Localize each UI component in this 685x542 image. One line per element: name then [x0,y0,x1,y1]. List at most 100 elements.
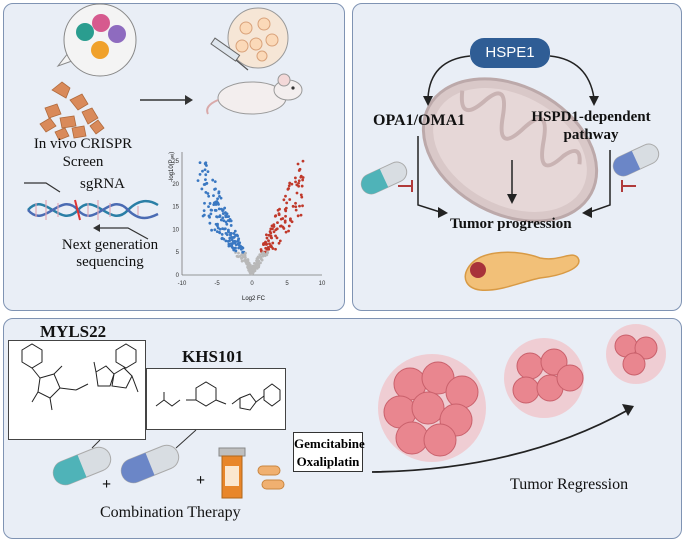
volcano-x-tick: 10 [319,281,326,287]
volcano-point-down [207,205,210,209]
volcano-point-up [267,247,271,251]
cell-dish-icon [227,7,289,69]
volcano-point-up [293,176,297,180]
volcano-point-up [294,180,297,184]
volcano-point-up [263,241,267,245]
volcano-point-up [288,198,292,201]
volcano-point-down [228,236,232,240]
volcano-point-down [219,218,223,222]
volcano-point-down [234,246,237,250]
volcano-x-tick: 0 [250,281,254,287]
volcano-point-down [214,222,218,226]
volcano-point-ns [247,262,251,266]
volcano-point-up [269,244,272,248]
capsule-blue-icon [612,143,660,177]
sgrna-label: sgRNA [80,176,126,192]
volcano-point-down [216,197,219,201]
volcano-point-ns [253,262,256,265]
volcano-point-up [273,214,277,218]
volcano-point-up [271,241,275,245]
volcano-point-down [215,200,219,203]
volcano-point-down [235,233,239,237]
volcano-point-down [206,170,210,174]
volcano-point-down [214,187,217,191]
volcano-point-down [202,209,206,213]
volcano-point-up [291,204,295,208]
volcano-point-up [301,159,305,163]
oxaliplatin-label: Oxaliplatin [296,454,360,469]
mitochondrion-icon [421,77,599,223]
volcano-point-up [300,184,304,188]
volcano-point-up [294,201,297,205]
volcano-point-down [234,249,238,253]
volcano-point-down [204,173,208,177]
volcano-point-down [204,162,208,166]
volcano-point-down [223,227,227,231]
dna-icon [27,199,159,221]
volcano-y-tick: 0 [176,273,180,279]
volcano-point-up [277,241,281,245]
volcano-point-down [202,213,206,217]
volcano-point-down [222,237,226,241]
volcano-point-down [225,233,229,237]
capsule-teal-bottom-icon [52,446,112,486]
volcano-point-down [229,233,232,236]
hspe1-badge: HSPE1 [470,38,550,68]
volcano-point-up [264,233,268,237]
small-tumor-icon [606,324,666,384]
volcano-point-up [274,234,277,238]
volcano-point-up [297,169,301,172]
volcano-point-up [272,230,276,234]
volcano-point-ns [248,265,252,269]
myls22-connector [91,439,101,449]
volcano-point-down [225,222,229,226]
volcano-point-up [287,224,291,228]
volcano-point-down [207,214,211,218]
volcano-point-down [217,207,221,211]
volcano-point-down [231,240,235,243]
volcano-point-up [267,239,270,243]
volcano-point-up [287,184,291,188]
volcano-point-up [284,194,287,198]
volcano-point-down [226,239,230,243]
volcano-point-ns [257,262,261,266]
volcano-point-up [276,208,280,212]
volcano-point-up [300,195,304,199]
volcano-point-up [275,236,279,240]
volcano-point-down [214,203,218,206]
volcano-point-down [214,209,218,212]
volcano-point-down [208,221,212,225]
volcano-point-up [301,178,305,182]
volcano-y-tick: 20 [172,182,179,188]
volcano-point-up [297,179,301,183]
volcano-point-ns [242,259,246,262]
volcano-xlabel: Log2 FC [242,296,266,302]
volcano-point-down [208,202,212,205]
volcano-point-ns [253,265,257,268]
volcano-point-down [218,195,221,198]
volcano-point-down [213,228,217,232]
volcano-y-tick: 25 [172,159,179,165]
volcano-point-up [275,227,279,231]
volcano-point-down [211,178,215,182]
plus-sign-1: + [102,476,112,493]
myls22-label: MYLS22 [40,322,107,341]
pills-icon [257,465,285,490]
volcano-point-up [272,223,276,226]
volcano-point-down [221,216,225,220]
large-tumor-icon [378,354,486,462]
volcano-point-down [240,246,244,250]
volcano-point-down [233,229,237,233]
volcano-point-down [229,224,233,227]
volcano-point-down [216,215,219,219]
volcano-y-tick: 15 [172,205,179,211]
volcano-point-down [224,239,228,243]
volcano-point-up [277,212,281,216]
volcano-point-up [274,247,277,251]
plus-sign-2: + [196,472,206,489]
volcano-point-down [203,201,206,205]
volcano-point-down [232,232,236,235]
volcano-point-up [294,205,298,209]
